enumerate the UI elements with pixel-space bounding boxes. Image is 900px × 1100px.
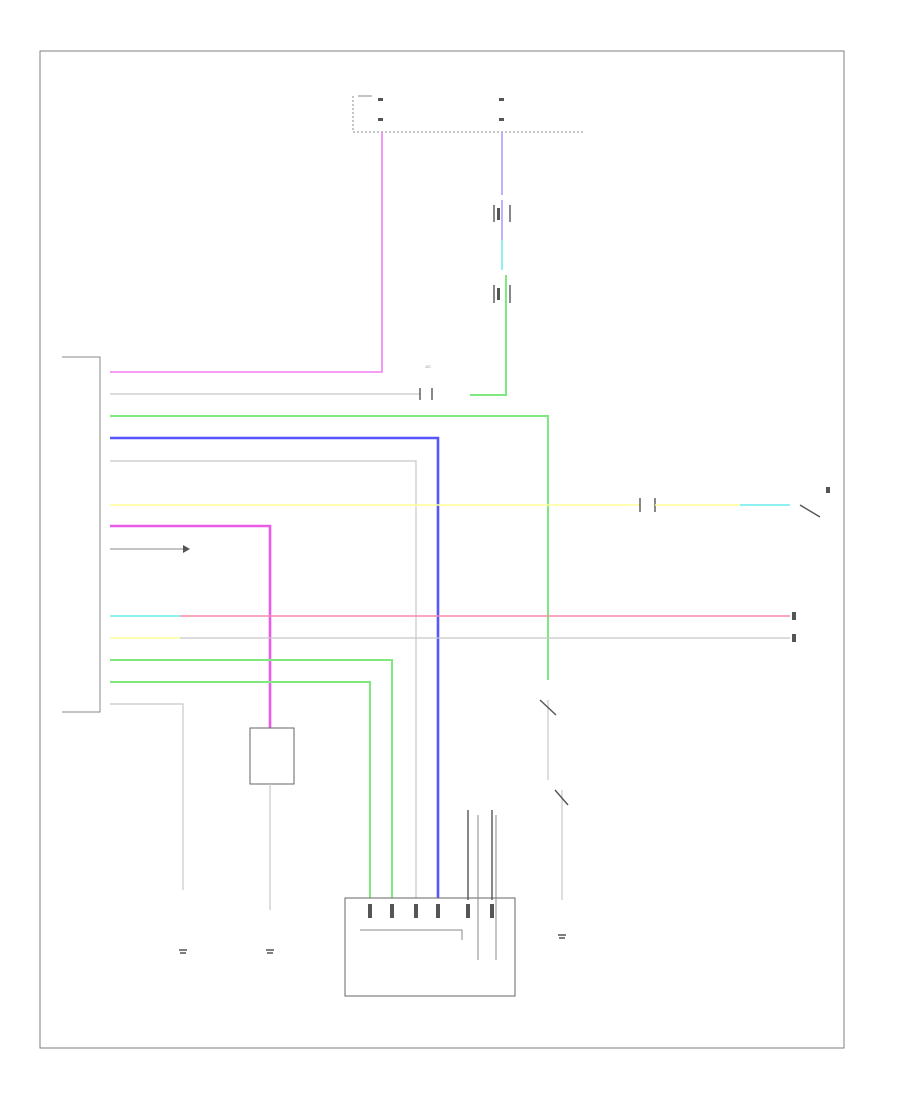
svg-text:J/C: J/C [425,364,431,369]
junction-connector-right [639,498,656,512]
wire-green-vertical [470,275,507,396]
ecu-connector-block [62,356,101,713]
diagram-frame [39,50,845,1049]
right-top-terminal [826,487,830,493]
wire-gray-right-drop [547,700,563,900]
main-unit-terminals [368,904,494,918]
wire-green-row3 [110,415,549,660]
top-right-connector [493,98,585,133]
wire-magenta-row [110,524,272,728]
ground-symbol-left [179,949,187,954]
inline-connector-1 [493,205,511,222]
main-unit [344,897,516,997]
wire-blue-row4 [110,436,440,898]
wire-green-row-a [110,659,393,898]
wire-pink-vertical [110,132,383,373]
switch-lower [539,699,569,806]
wire-gray-ground [110,703,184,890]
ground-arrow [110,545,190,553]
right-middle-connector [792,612,796,642]
ground-symbol-middle [266,949,274,954]
wire-gray-row5 [110,460,417,898]
inline-connector-2 [493,285,511,303]
junction-connector-top: J/C [419,364,433,400]
ground-symbol-right [558,934,566,939]
top-left-connector [352,95,493,133]
transmitter-module [249,727,295,785]
wire-green-row-b [110,681,371,898]
sensor-wires [467,810,497,960]
switch-contact [799,504,821,518]
